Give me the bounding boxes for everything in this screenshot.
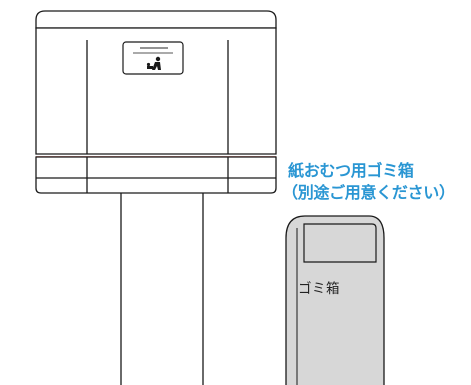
callout-line2: （別途ご用意ください） [282,183,455,202]
trash-bin-label: ゴミ箱 [298,281,340,297]
baby-changing-icon [146,56,161,70]
trash-bin-callout: 紙おむつ用ゴミ箱 （別途ご用意ください） [282,160,471,204]
trash-bin-lid [303,223,377,263]
table-label-plate [122,41,184,75]
callout-line1: 紙おむつ用ゴミ箱 [288,161,414,180]
table-lower-band [35,156,277,194]
table-body [35,27,277,155]
table-top-panel [35,10,277,29]
trash-bin [285,215,385,385]
baby-changing-table [35,10,277,385]
